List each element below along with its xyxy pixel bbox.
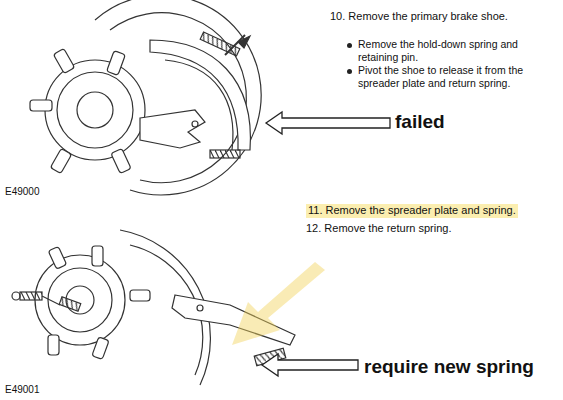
step-text: 12. Remove the return spring.: [306, 222, 536, 236]
brake-assembly-top: [30, 0, 390, 195]
figure-id: E49001: [5, 384, 75, 397]
figure-id: E49000: [5, 186, 75, 199]
annotation: require new spring: [364, 355, 559, 379]
annotation: failed: [395, 110, 515, 134]
bullet: [347, 69, 352, 74]
bullet: [347, 43, 352, 48]
step-text: 10. Remove the primary brake shoe.: [330, 10, 555, 24]
brake-assembly-bottom: [12, 230, 358, 385]
bullet-text: Pivot the shoe to release it from the sp…: [358, 64, 558, 90]
bullet-text: Remove the hold-down spring and retainin…: [358, 38, 558, 64]
step-text: 11. Remove the spreader plate and spring…: [306, 204, 518, 218]
